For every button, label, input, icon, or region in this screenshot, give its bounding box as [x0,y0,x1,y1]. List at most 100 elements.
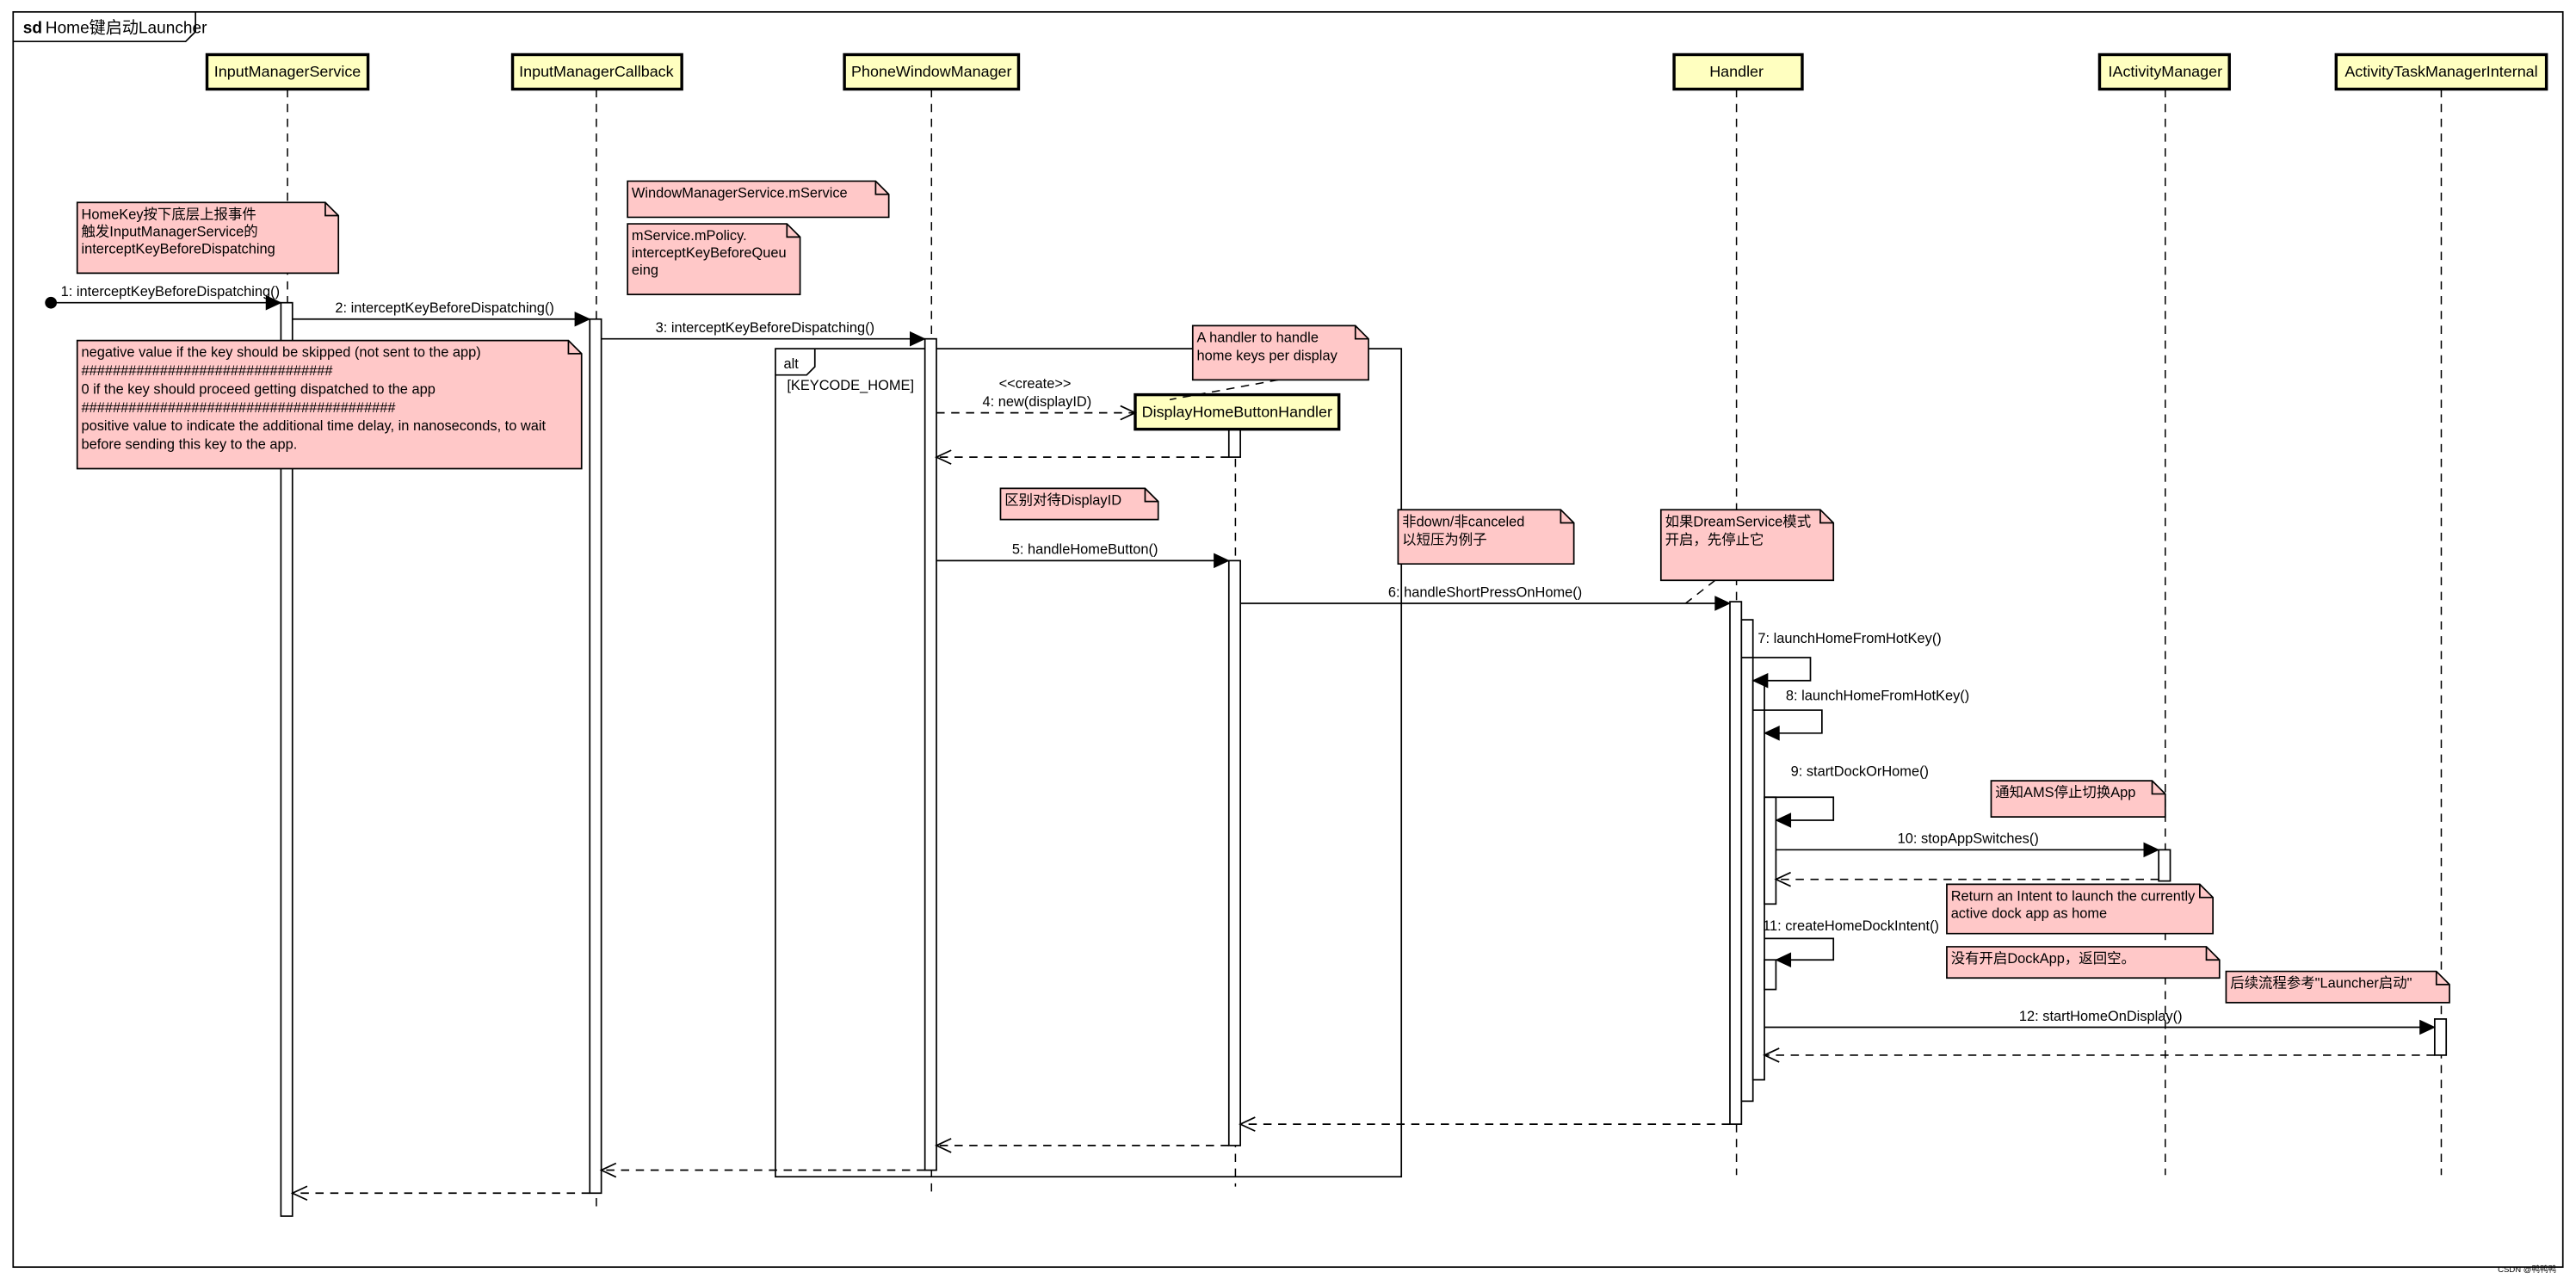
note-dream-service-stop-line-1: 如果DreamService模式 [1665,514,1812,529]
note-return-value-semantics-fold [567,340,582,355]
note-homekey-event-line-2: 触发InputManagerService的 [81,224,257,239]
activation-handler-4 [1764,796,1777,905]
note-launcher-follow-up-line-1: 后续流程参考"Launcher启动" [2230,976,2412,992]
alt-fragment-tab [775,349,816,376]
note-dock-intent-description-line-2: active dock app as home [1951,906,2108,922]
note-mpolicy-intercept-line-1: mService.mPolicy. [632,228,747,244]
note-mpolicy-intercept-line-3: eing [632,263,658,278]
note-distinguish-display-id-body [999,487,1159,521]
activation-display-home-button-handler-create [1227,428,1242,458]
note-notify-ams-stop-switch: 通知AMS停止切换App [1990,780,2166,819]
note-dock-intent-description-body [1946,883,2215,935]
note-dock-intent-description-fold [2199,884,2214,899]
note-homekey-event-line-1: HomeKey按下底层上报事件 [81,207,256,222]
participant-i-activity-manager-name: IActivityManager [2109,63,2223,80]
note-notify-ams-stop-switch-line-1: 通知AMS停止切换App [1995,785,2135,800]
note-return-value-semantics-line-1: negative value if the key should be skip… [81,345,480,361]
message-10-arrowhead [2143,842,2160,858]
message-9-line [1764,796,1835,821]
sd-keyword: sd [23,20,42,38]
note-dock-intent-description-line-1: Return an Intent to launch the currently [1951,888,2196,904]
message-4-arrowhead [1120,405,1138,421]
note-notify-ams-stop-switch-fold [2151,781,2165,795]
message-7-arrowhead [1751,672,1769,689]
activation-phone-window-manager [924,337,937,1171]
participant-handler-name: Handler [1709,63,1764,80]
message-4-label: 4: new(displayID) [982,394,1091,410]
message-11-label: 11: createHomeDockIntent() [1763,918,1939,934]
return-10-arrowhead [1774,871,1791,887]
activation-input-manager-service [280,301,293,1217]
message-12-label: 12: startHomeOnDisplay() [2019,1009,2183,1024]
message-7-label: 7: launchHomeFromHotKey() [1757,631,1941,646]
sd-title: Home键启动Launcher [46,19,207,38]
participant-input-manager-callback [510,53,683,91]
note-distinguish-display-id: 区别对待DisplayID [999,487,1159,521]
participant-input-manager-callback-name: InputManagerCallback [519,63,674,80]
alt-guard-condition: [KEYCODE_HOME] [787,378,914,393]
note-dream-service-stop-body [1659,509,1835,582]
participant-activity-task-manager-internal-name: ActivityTaskManagerInternal [2344,63,2537,80]
note-dock-intent-description: Return an Intent to launch the currently… [1946,883,2215,935]
return-4-arrowhead [934,449,952,465]
activation-handler-5 [1764,959,1777,991]
return-2-arrowhead [290,1185,308,1202]
activation-i-activity-manager [2158,849,2171,882]
message-7-line [1741,657,1812,682]
note-launcher-follow-up: 后续流程参考"Launcher启动" [2225,970,2450,1004]
note-mpolicy-intercept-body [627,223,801,296]
note-launcher-follow-up-fold [2435,971,2450,986]
message-2-arrowhead [574,312,591,327]
note-no-dock-app: 没有开启DockApp，返回空。 [1946,946,2221,979]
participant-handler [1672,53,1804,91]
participant-display-home-button-handler [1134,392,1341,431]
note-short-press-example-fold [1560,510,1574,524]
message-6-arrowhead [1714,596,1732,611]
note-mpolicy-intercept: mService.mPolicy.interceptKeyBeforeQueue… [627,223,801,296]
message-8-line [1752,709,1823,734]
sd-frame-tab [13,11,197,43]
note-no-dock-app-fold [2205,946,2220,961]
message-8-arrowhead [1763,726,1780,741]
message-1-arrowhead [265,294,282,311]
note-return-value-semantics-line-6: before sending this key to the app. [81,437,297,453]
note-mpolicy-intercept-fold [786,224,800,238]
note-homekey-event-fold [324,202,339,217]
participant-input-manager-service [205,53,370,91]
note-short-press-example-body [1397,509,1575,565]
return-6-arrowhead [1239,1116,1256,1132]
note-window-manager-service-body [627,180,890,219]
message-5-label: 5: handleHomeButton() [1012,542,1158,558]
note-dream-service-stop-line-2: 开启，先停止它 [1665,532,1764,547]
note-display-handler-description-fold [1354,325,1369,340]
note-connector-display-handler [1169,379,1279,401]
activation-input-manager-callback [589,318,602,1195]
participant-phone-window-manager [843,53,1021,91]
note-return-value-semantics-body [76,339,583,470]
return-5-arrowhead [934,1138,952,1153]
alt-operator-label: alt [783,356,799,372]
activation-display-home-button-handler [1227,559,1242,1146]
note-homekey-event-line-3: interceptKeyBeforeDispatching [81,241,275,256]
message-2-label: 2: interceptKeyBeforeDispatching() [335,300,553,316]
message-9-arrowhead [1775,813,1792,828]
note-connector-dream-service [1684,579,1716,604]
return-3-arrowhead [599,1162,617,1178]
message-12-arrowhead [2419,1019,2436,1035]
note-return-value-semantics-line-3: 0 if the key should proceed getting disp… [81,381,435,397]
message-11-line [1764,937,1835,961]
note-return-value-semantics-line-5: positive value to indicate the additiona… [81,418,546,434]
note-short-press-example-line-1: 非down/非canceled [1402,514,1524,529]
note-window-manager-service: WindowManagerService.mService [627,180,890,219]
participant-activity-task-manager-internal [2334,53,2548,91]
message-8-label: 8: launchHomeFromHotKey() [1786,689,1969,704]
watermark: CSDN @鸭鸭鸭 [2498,1264,2556,1275]
message-3-label: 3: interceptKeyBeforeDispatching() [656,320,874,336]
message-10-label: 10: stopAppSwitches() [1898,831,2039,847]
note-display-handler-description-line-1: A handler to handle [1197,331,1319,346]
note-notify-ams-stop-switch-body [1990,780,2166,819]
